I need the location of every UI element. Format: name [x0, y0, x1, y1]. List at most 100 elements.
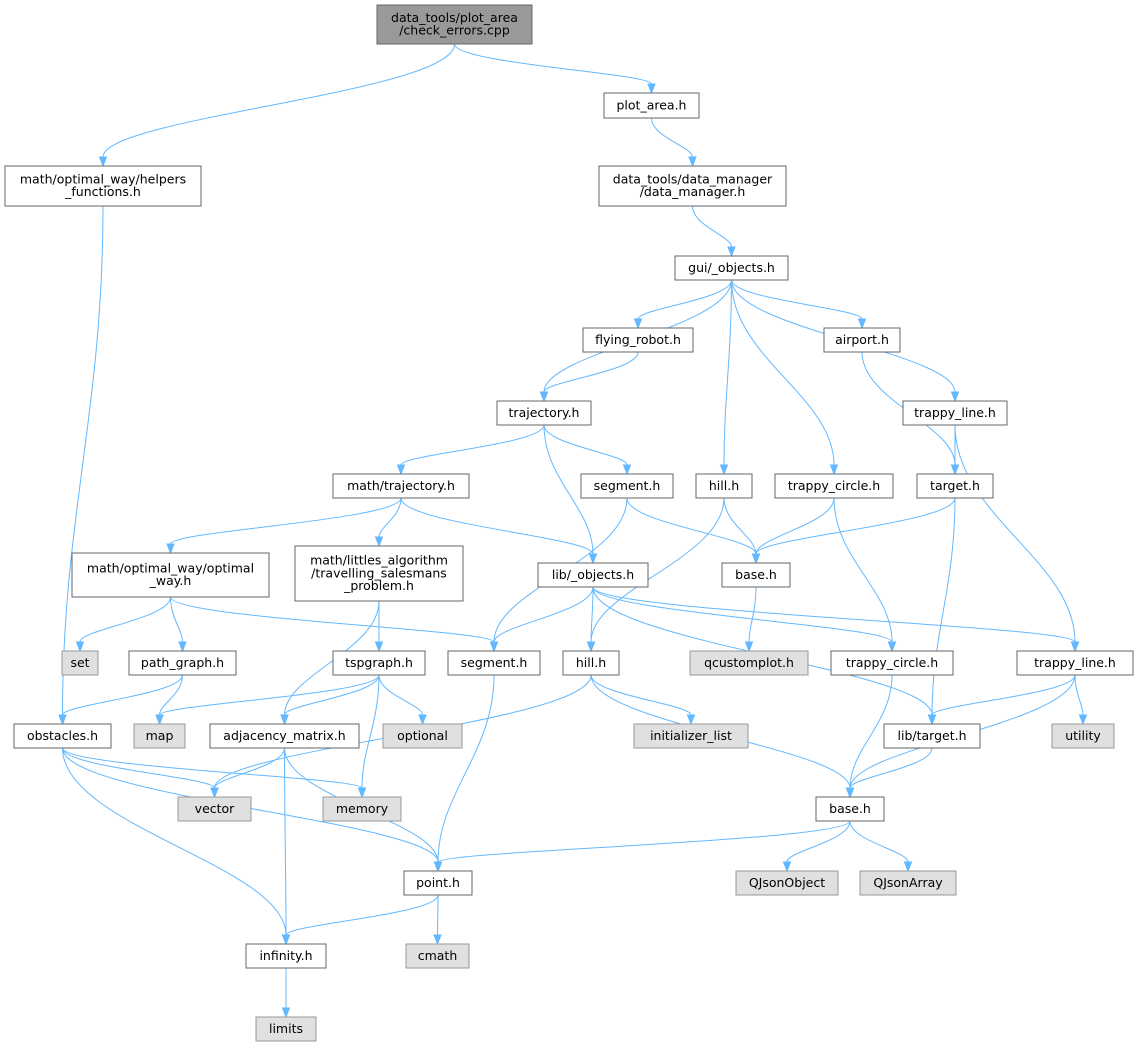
node-trappy-circle-h[interactable]: trappy_circle.h: [830, 650, 954, 676]
edge-line: [786, 820, 851, 863]
node-airport-h[interactable]: airport.h: [823, 327, 901, 353]
node-math-optimal-way-helpers-functions-h[interactable]: math/optimal_way/helpers_functions.h: [4, 165, 202, 207]
node-trajectory-h[interactable]: trajectory.h: [496, 400, 592, 426]
node-infinity-h[interactable]: infinity.h: [245, 943, 327, 969]
edge-arrowhead: [280, 714, 289, 726]
node-segment-h[interactable]: segment.h: [447, 650, 541, 676]
edge-line: [833, 497, 893, 643]
edge-arrowhead: [210, 787, 219, 799]
edge-line: [626, 497, 757, 555]
node-flying-robot-h[interactable]: flying_robot.h: [582, 327, 694, 353]
node-path-graph-h[interactable]: path_graph.h: [128, 650, 237, 676]
edge-arrowhead: [1078, 714, 1088, 726]
node-segment-h[interactable]: segment.h: [580, 473, 674, 499]
node-gui-objects-h[interactable]: gui/_objects.h: [674, 255, 789, 281]
node-hill-h[interactable]: hill.h: [695, 473, 753, 499]
node-map: map: [133, 723, 186, 749]
node-label: map: [146, 728, 174, 743]
node-box: [1051, 723, 1115, 749]
edge-arrowhead: [622, 464, 632, 476]
edge-tspgraph-h-to-memory: [357, 674, 380, 799]
node-layer: data_tools/plot_area/check_errors.cppplo…: [4, 4, 1134, 1042]
node-label: gui/_objects.h: [688, 260, 775, 275]
edge-line: [378, 497, 402, 538]
edge-gui-objects-h-to-hill-h: [719, 279, 732, 476]
node-box: [774, 473, 894, 499]
node-box: [603, 92, 700, 119]
node-point-h[interactable]: point.h: [403, 870, 473, 896]
edge-math-optimal-way-optimal-way-h-to-segment-h: [170, 596, 499, 653]
node-math-optimal-way-optimal-way-h[interactable]: math/optimal_way/optimal_way.h: [71, 552, 270, 598]
node-tspgraph-h[interactable]: tspgraph.h: [332, 650, 426, 676]
node-trappy-circle-h[interactable]: trappy_circle.h: [774, 473, 894, 499]
node-plot-area-h[interactable]: plot_area.h: [603, 92, 700, 119]
edge-data-tools-data-manager-data-manager-h-to-gui-objects-h: [692, 205, 736, 258]
edge-arrowhead: [1070, 641, 1080, 653]
node-base-h[interactable]: base.h: [815, 796, 885, 822]
edge-arrowhead: [178, 641, 187, 653]
node-label: airport.h: [835, 332, 889, 347]
node-label: data_tools/plot_area: [391, 10, 518, 25]
node-box: [633, 723, 749, 749]
node-label: plot_area.h: [617, 97, 687, 112]
edge-arrowhead: [281, 1007, 291, 1019]
edge-line: [284, 600, 380, 716]
edge-arrowhead: [633, 318, 643, 330]
node-box: [322, 796, 402, 822]
edge-line: [284, 674, 380, 716]
edge-line: [62, 747, 215, 789]
node-label: path_graph.h: [141, 655, 224, 670]
node-data-tools-data-manager-data-manager-h[interactable]: data_tools/data_manager/data_manager.h: [598, 165, 787, 207]
node-box: [128, 650, 237, 676]
edge-arrowhead: [782, 861, 792, 873]
node-math-trajectory-h[interactable]: math/trajectory.h: [332, 473, 470, 499]
edge-tspgraph-h-to-map: [155, 674, 380, 726]
node-label: adjacency_matrix.h: [223, 728, 345, 743]
edge-math-optimal-way-optimal-way-h-to-path-graph-h: [170, 596, 187, 653]
node-box: [689, 650, 809, 676]
edge-line: [849, 820, 909, 863]
node-box: [582, 327, 694, 353]
edge-arrowhead: [588, 553, 598, 565]
edge-gui-objects-h-to-trappy-circle-h: [731, 279, 839, 476]
edge-line: [954, 424, 1076, 643]
node-obstacles-h[interactable]: obstacles.h: [13, 723, 112, 749]
edge-line: [102, 43, 455, 158]
node-box: [133, 723, 186, 749]
node-trappy-line-h[interactable]: trappy_line.h: [1016, 650, 1134, 676]
node-cmath: cmath: [405, 943, 470, 969]
edge-tspgraph-h-to-adjacency-matrix-h: [280, 674, 380, 726]
edge-base-h-to-point-h: [433, 820, 851, 873]
node-box: [883, 723, 981, 749]
node-initializer-list: initializer_list: [633, 723, 749, 749]
node-adjacency-matrix-h[interactable]: adjacency_matrix.h: [209, 723, 360, 749]
node-label: point.h: [416, 875, 460, 890]
node-target-h[interactable]: target.h: [916, 473, 994, 499]
node-label: hill.h: [576, 655, 606, 670]
edge-arrowhead: [281, 934, 291, 946]
edge-arrowhead: [155, 714, 164, 726]
node-base-h[interactable]: base.h: [721, 562, 791, 588]
edge-target-h-to-base-h: [751, 497, 956, 565]
edge-line: [692, 205, 732, 248]
node-hill-h[interactable]: hill.h: [562, 650, 620, 676]
edge-line: [493, 586, 594, 643]
edge-trajectory-h-to-segment-h: [543, 424, 632, 476]
node-lib-objects-h[interactable]: lib/_objects.h: [537, 562, 649, 588]
edge-line: [400, 497, 594, 555]
node-math-littles-algorithm-travelling-salesmans-problem-h[interactable]: math/littles_algorithm/travelling_salesm…: [294, 545, 464, 602]
edge-arrowhead: [950, 464, 960, 476]
node-box: [294, 545, 464, 602]
edge-line: [543, 424, 628, 466]
edge-arrowhead: [950, 391, 960, 403]
node-lib-target-h[interactable]: lib/target.h: [883, 723, 981, 749]
node-trappy-line-h[interactable]: trappy_line.h: [902, 400, 1008, 426]
node-label: lib/_objects.h: [552, 567, 634, 582]
node-box: [245, 943, 327, 969]
edge-tspgraph-h-to-optional: [378, 674, 427, 726]
edge-line: [159, 674, 380, 716]
node-label: qcustomplot.h: [704, 655, 794, 670]
node-box: [13, 723, 112, 749]
node-label: lib/target.h: [898, 728, 967, 743]
edge-trappy-line-h-to-trappy-line-h: [954, 424, 1080, 653]
